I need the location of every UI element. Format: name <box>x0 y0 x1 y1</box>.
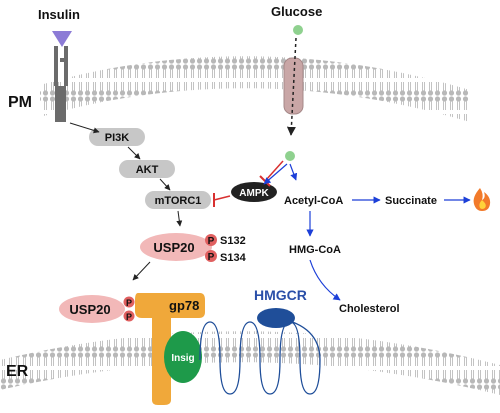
er-phospho-site-1 <box>123 296 135 308</box>
phospho-site-1 <box>205 234 217 246</box>
phospho-mark-1: P <box>208 236 215 247</box>
er-usp20-label: USP20 <box>69 302 110 317</box>
ampk-mtorc1-inhibition <box>213 195 231 201</box>
acetyl-coa-label: Acetyl-CoA <box>284 195 343 207</box>
site-s134-label: S134 <box>220 252 247 264</box>
er-phospho-mark-1: P <box>126 298 132 308</box>
usp20-translocation-arrow <box>132 261 151 281</box>
site-s132-label: S132 <box>220 235 246 247</box>
glucose-ampk-arrow <box>263 163 288 185</box>
hmgcr-transmembrane <box>199 317 321 395</box>
glucose-dot-outside <box>293 25 303 35</box>
pi3k-label: PI3K <box>105 132 130 144</box>
plasma-membrane <box>40 56 470 123</box>
hmgcr-label: HMGCR <box>254 287 307 303</box>
insulin-label: Insulin <box>38 7 80 22</box>
usp20-label: USP20 <box>153 240 194 255</box>
mtorc1-usp20-arrow <box>176 210 183 227</box>
er-phospho-mark-2: P <box>126 312 132 322</box>
succinate-label: Succinate <box>385 195 437 207</box>
gp78-label: gp78 <box>169 298 199 313</box>
glucose-label: Glucose <box>271 4 322 19</box>
er-usp20-node <box>59 295 125 323</box>
er-label: ER <box>6 363 29 380</box>
receptor-icon <box>52 31 72 122</box>
glucose-ampk-inhibition <box>265 160 284 181</box>
mtorc1-node <box>145 191 211 209</box>
glucose-uptake-arrow <box>286 37 297 136</box>
phospho-site-2 <box>205 250 217 262</box>
insig-label: Insig <box>171 353 194 364</box>
glucose-acetylcoa-arrow <box>289 163 298 181</box>
ampk-label: AMPK <box>239 188 269 199</box>
usp20-node <box>140 233 212 261</box>
hmg-coa-label: HMG-CoA <box>289 244 341 256</box>
akt-node <box>119 160 175 178</box>
akt-mtorc1-arrow <box>159 178 171 191</box>
insulin-pi3k-arrow <box>69 122 100 134</box>
hmgcr-catalytic-domain <box>257 308 295 328</box>
hmgcoa-cholesterol-arrow <box>309 259 341 301</box>
pi3k-akt-arrow <box>127 146 141 160</box>
er-membrane <box>0 331 500 395</box>
flame-icon <box>473 188 491 211</box>
ampk-node <box>231 182 277 202</box>
glucose-dot-inside <box>285 151 295 161</box>
pi3k-node <box>89 128 145 146</box>
er-phospho-site-2 <box>123 310 135 322</box>
mtorc1-label: mTORC1 <box>155 195 202 207</box>
cholesterol-label: Cholesterol <box>339 303 400 315</box>
pm-label: PM <box>8 94 32 111</box>
insig-protein <box>164 331 202 383</box>
akt-label: AKT <box>136 164 159 176</box>
phospho-mark-2: P <box>208 252 215 263</box>
